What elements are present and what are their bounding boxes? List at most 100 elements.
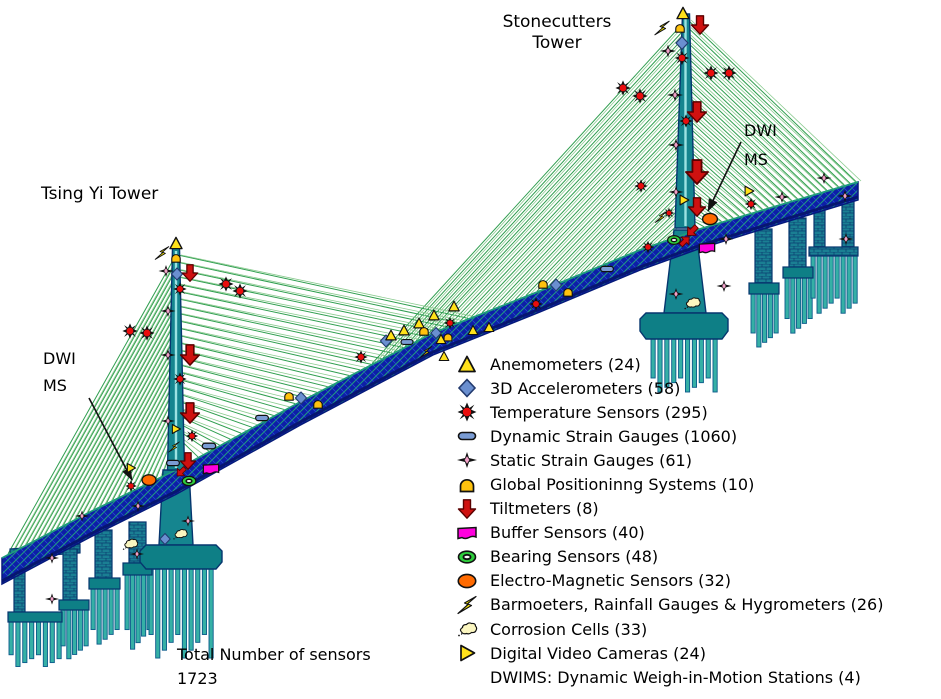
stay-cable: [181, 321, 376, 362]
bearing-icon: [452, 546, 482, 568]
legend-item: DWIMS: Dynamic Weigh-in-Motion Stations …: [452, 665, 883, 689]
pile-cap: [640, 313, 728, 339]
gps-marker: [314, 401, 322, 409]
stonecutters-tower-label-line1: Stonecutters: [492, 12, 622, 33]
legend-item: Tiltmeters (8): [452, 497, 883, 521]
pile: [169, 569, 173, 642]
pile: [202, 569, 206, 635]
pile: [67, 610, 71, 659]
pile: [853, 256, 857, 303]
tsing-yi-tower-label: Tsing Yi Tower: [41, 184, 158, 205]
anemometer-marker: [170, 237, 182, 248]
pile: [50, 622, 54, 663]
pile: [36, 622, 40, 655]
legend-item: Barmoeters, Rainfall Gauges & Hygrometer…: [452, 593, 883, 617]
temperature-marker: [444, 317, 456, 329]
total-sensors-line2: 1723: [177, 667, 371, 691]
pile: [791, 278, 795, 333]
pile: [797, 278, 801, 328]
pile: [196, 569, 200, 642]
pile: [757, 294, 761, 347]
pile-cap: [749, 283, 779, 294]
legend-item: Anemometers (24): [452, 352, 883, 376]
camera-icon: [452, 642, 482, 664]
pile: [103, 589, 107, 639]
dynamic-marker: [601, 266, 614, 271]
anemometer-marker: [399, 325, 409, 335]
pile: [802, 278, 806, 323]
dynamic-icon: [452, 425, 482, 447]
pile: [97, 589, 101, 644]
pile: [125, 575, 129, 630]
pile: [774, 294, 778, 333]
temperature-marker: [354, 350, 367, 363]
pile: [176, 569, 180, 635]
temperature-marker: [139, 325, 154, 340]
pier-beam: [809, 247, 858, 256]
pile: [785, 278, 789, 319]
pier-leg: [95, 530, 112, 578]
pile-cap: [783, 267, 813, 278]
buffer-marker: [699, 243, 714, 252]
bearing-marker: [182, 476, 196, 485]
stay-cable: [178, 357, 317, 392]
pile: [751, 294, 755, 333]
temperature-marker: [186, 430, 198, 442]
pier-leg: [789, 218, 806, 267]
static-marker: [717, 280, 732, 292]
gps-marker: [539, 281, 547, 289]
legend-item-label: Bearing Sensors (48): [490, 547, 658, 566]
pile-cap: [8, 612, 62, 622]
pile-cap: [59, 600, 89, 610]
temperature-marker: [125, 480, 136, 491]
gps-marker: [285, 393, 293, 401]
legend-item-label: DWIMS: Dynamic Weigh-in-Motion Stations …: [490, 668, 861, 687]
stay-cable: [181, 423, 225, 442]
static-marker: [45, 593, 59, 604]
stay-cable: [181, 328, 365, 367]
dynamic-marker: [401, 340, 413, 345]
legend-item-label: Anemometers (24): [490, 355, 641, 374]
bearing-marker: [668, 236, 681, 245]
pile: [78, 610, 82, 650]
legend-item-label: Static Strain Gauges (61): [490, 451, 692, 470]
stonecutters-tower-label: Stonecutters Tower: [492, 12, 622, 54]
buffer-marker: [203, 464, 218, 473]
barometer-marker: [655, 21, 669, 35]
legend-item: Bearing Sensors (48): [452, 545, 883, 569]
legend-item: Electro-Magnetic Sensors (32): [452, 569, 883, 593]
pile: [131, 575, 135, 649]
pile: [142, 575, 146, 636]
legend-item: 3D Accelerometers (58): [452, 376, 883, 400]
pile: [149, 569, 153, 635]
legend-item-label: Electro-Magnetic Sensors (32): [490, 571, 731, 590]
pile: [84, 610, 88, 646]
anemometer-marker: [386, 330, 396, 340]
anemometer-marker: [439, 352, 449, 361]
total-sensors-label: Total Number of sensors 1723: [177, 643, 371, 691]
pile: [817, 256, 821, 313]
pile: [768, 294, 772, 338]
barometer-icon: [452, 594, 482, 616]
legend-item: Static Strain Gauges (61): [452, 448, 883, 472]
temperature-marker: [703, 65, 718, 80]
legend-item-label: Digital Video Cameras (24): [490, 644, 706, 663]
temperature-marker: [173, 282, 186, 295]
legend-item-label: 3D Accelerometers (58): [490, 379, 680, 398]
temperature-marker: [615, 80, 630, 95]
dynamic-marker: [202, 443, 216, 449]
temperature-marker: [679, 114, 692, 127]
corrosion-icon: [452, 618, 482, 640]
gps-marker: [172, 255, 180, 263]
temperature-icon: [452, 401, 482, 423]
pile: [109, 589, 113, 634]
pile: [829, 256, 833, 303]
pile: [9, 622, 13, 655]
gps-marker: [420, 328, 428, 336]
tiltmeter-icon: [452, 498, 482, 520]
pile: [841, 256, 845, 313]
pier-leg: [63, 549, 77, 600]
electromagnetic-marker: [142, 475, 156, 486]
pile: [835, 256, 839, 298]
